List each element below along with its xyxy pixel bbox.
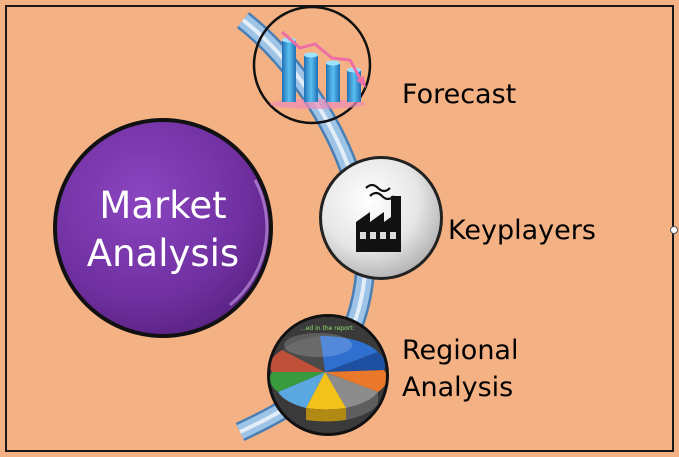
bar-chart-icon [270, 30, 366, 109]
main-title-line1: Market [99, 184, 226, 227]
forecast-node: Forecast [252, 5, 516, 125]
main-topic-node: Market Analysis [53, 118, 273, 338]
main-circle [57, 122, 269, 334]
pie-chart-icon: ...ed in the report: [270, 317, 386, 433]
resize-handle[interactable] [670, 226, 678, 234]
factory-icon [356, 183, 401, 252]
keyplayers-label: Keyplayers [448, 215, 596, 246]
forecast-circle [252, 5, 372, 125]
main-title-line2: Analysis [87, 232, 239, 275]
keyplayers-node: Keyplayers [319, 156, 596, 280]
regional-label-line2: Analysis [402, 372, 513, 403]
regional-label-line1: Regional [402, 335, 518, 366]
forecast-label: Forecast [402, 79, 516, 110]
pie-caption: ...ed in the report: [300, 325, 355, 332]
regional-analysis-node: ...ed in the report: Regional Analysis [267, 314, 518, 436]
